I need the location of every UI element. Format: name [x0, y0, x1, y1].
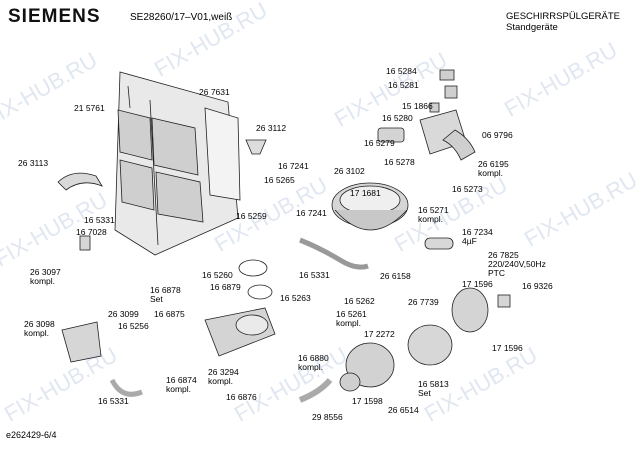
part-label: 16 5280: [382, 113, 413, 123]
part-label: 17 2272: [364, 329, 395, 339]
part-label: 16 5273: [452, 184, 483, 194]
part-label: 16 5279: [364, 138, 395, 148]
model-number: SE28260/17–V01,weiß: [130, 12, 233, 23]
part-label: 26 7825 220/240V,50Hz PTC: [488, 250, 546, 278]
part-label: 29 8556: [312, 412, 343, 422]
category-title: GESCHIRRSPÜLGERÄTE: [506, 11, 621, 22]
part-label: 16 7028: [76, 227, 107, 237]
part-label: 17 1598: [352, 396, 383, 406]
category-subtitle: Standgeräte: [506, 22, 558, 33]
part-label: 16 6874 kompl.: [166, 375, 197, 394]
part-label: 17 1596: [462, 279, 493, 289]
capacitor-part: [424, 237, 454, 250]
funnel-part: [245, 139, 267, 155]
part-label: 16 5256: [118, 321, 149, 331]
part-label: 16 9326: [522, 281, 553, 291]
part-label: 26 3294 kompl.: [208, 367, 239, 386]
part-label: 16 5331: [299, 270, 330, 280]
part-label: 16 6879: [210, 282, 241, 292]
part-label: 15 1866: [402, 101, 433, 111]
side-plate: [204, 107, 241, 201]
bracket-part: [61, 321, 102, 363]
part-label: 26 6514: [388, 405, 419, 415]
handle-part: [57, 172, 103, 191]
hose-part: [299, 237, 369, 270]
part-label: 16 5259: [236, 211, 267, 221]
part-label: 16 7241: [278, 161, 309, 171]
part-label: 16 5263: [280, 293, 311, 303]
part-label: 16 5331: [84, 215, 115, 225]
part-label: 16 5331: [98, 396, 129, 406]
part-label: 16 7241: [296, 208, 327, 218]
part-label: 16 5278: [384, 157, 415, 167]
part-label: 17 1596: [492, 343, 523, 353]
part-label: 26 3097 kompl.: [30, 267, 61, 286]
part-label: 16 5262: [344, 296, 375, 306]
brand-logo: SIEMENS: [8, 6, 101, 27]
part-label: 26 3099: [108, 309, 139, 319]
part-label: 16 5261 kompl.: [336, 309, 367, 328]
document-id: e262429-6/4: [6, 430, 57, 440]
part-label: 26 7631: [199, 87, 230, 97]
part-label: 26 3113: [18, 158, 49, 168]
part-label: 16 5284: [386, 66, 417, 76]
part-label: 26 3112: [256, 123, 287, 133]
part-label: 26 3102: [334, 166, 365, 176]
part-label: 16 6878 Set: [150, 285, 181, 304]
part-label: 26 7739: [408, 297, 439, 307]
part-label: 16 6880 kompl.: [298, 353, 329, 372]
part-label: 16 5813 Set: [418, 379, 449, 398]
part-label: 06 9796: [482, 130, 513, 140]
part-label: 26 6195 kompl.: [478, 159, 509, 178]
part-label: 16 5260: [202, 270, 233, 280]
part-label: 21 5761: [74, 103, 105, 113]
part-label: 17 1681: [350, 188, 381, 198]
part-label: 16 6876: [226, 392, 257, 402]
part-label: 16 5271 kompl.: [418, 205, 449, 224]
part-label: 16 5265: [264, 175, 295, 185]
part-label: 16 6875: [154, 309, 185, 319]
part-label: 26 3098 kompl.: [24, 319, 55, 338]
part-label: 16 5281: [388, 80, 419, 90]
part-label: 16 7234 4µF: [462, 227, 493, 246]
part-label: 26 6158: [380, 271, 411, 281]
valve-part: [377, 127, 405, 143]
